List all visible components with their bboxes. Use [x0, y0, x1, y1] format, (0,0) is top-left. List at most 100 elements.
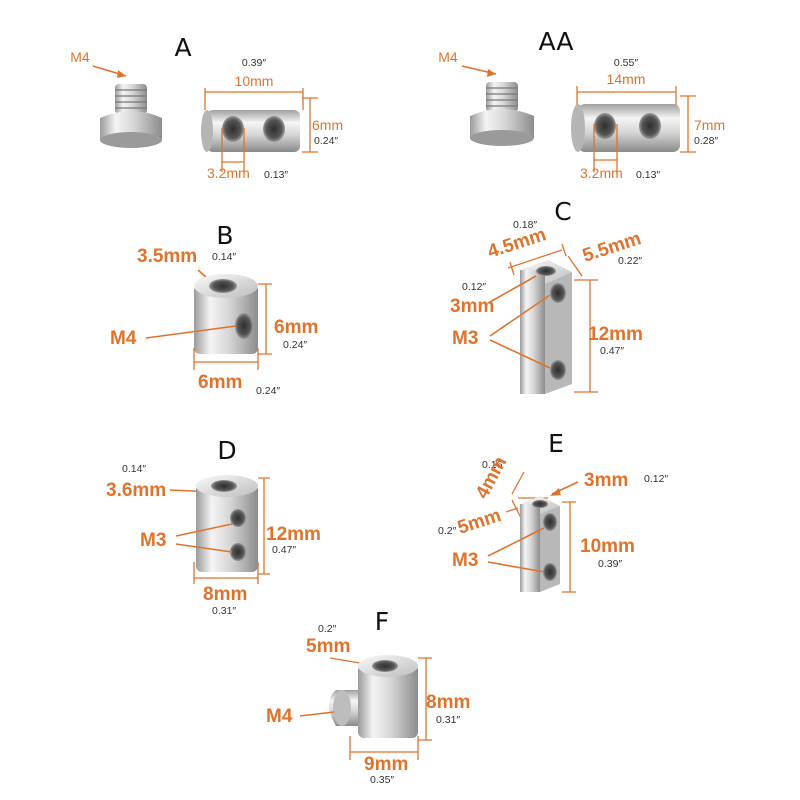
depth-inch: 0.18″	[513, 219, 537, 231]
thread-label: M4	[110, 328, 137, 349]
height-label: 8mm	[426, 692, 470, 713]
part-D: D 0.14″ 3.6mm M3 12mm 0.47″ 8mm 0.31″	[106, 436, 321, 617]
diameter-dimension	[680, 95, 696, 153]
width-label: 9mm	[364, 754, 408, 775]
part-AA: AA M4 0.55″ 14mm 7mm 0.28″ 3.2mm 0.13″	[438, 27, 725, 181]
part-title: E	[548, 429, 564, 458]
height-inch: 0.39″	[598, 558, 622, 570]
diameter-inch: 0.24″	[314, 135, 338, 147]
depth-label: 4mm	[472, 453, 511, 502]
part-B: B 3.5mm 0.14″ M4 6mm 0.24″ 6mm 0.24″	[110, 221, 318, 397]
thread-label: M3	[452, 328, 478, 349]
bore-inch: 0.14″	[212, 251, 236, 263]
hole-dimension	[593, 124, 618, 172]
width-dimension	[349, 736, 419, 760]
length-label: 10mm	[235, 73, 274, 89]
diameter-dimension	[302, 97, 318, 153]
width-label: 6mm	[198, 372, 242, 393]
screw-image	[470, 82, 534, 146]
screw-label: M4	[266, 706, 293, 727]
length-inch: 0.55″	[614, 57, 638, 69]
pointer-line	[145, 325, 237, 339]
width-label: 5mm	[455, 505, 504, 539]
screw-label: M4	[438, 49, 458, 65]
thread-label: M3	[140, 530, 166, 551]
pointer-line	[487, 527, 545, 573]
length-label: 14mm	[607, 71, 646, 87]
hole-inch: 0.13″	[264, 169, 288, 181]
width-inch: 0.2″	[438, 525, 457, 537]
arrow-head	[550, 488, 561, 496]
height-label: 12mm	[588, 324, 643, 345]
bore-inch: 0.14″	[122, 463, 146, 475]
depth-dimension	[507, 243, 567, 276]
height-label: 10mm	[580, 536, 635, 557]
width-dimension	[193, 562, 259, 584]
pointer-line	[175, 523, 233, 553]
part-title: D	[217, 436, 236, 465]
part-A: A M4 0.39″ 10mm 6mm 0.24″ 3.2mm 0.13″	[70, 33, 343, 181]
bore-label: 3.6mm	[106, 480, 166, 501]
screw-image	[100, 84, 162, 148]
width-dimension	[505, 499, 523, 521]
arrow-head	[487, 69, 496, 77]
bore-inch: 0.2″	[318, 623, 337, 635]
diameter-inch: 0.28″	[694, 135, 718, 147]
pointer-line	[489, 275, 537, 303]
screw-image	[329, 690, 360, 726]
part-C: C 0.18″ 4.5mm 5.5mm 0.22″ 0.12″ 3mm M3 1…	[450, 197, 644, 394]
width-dimension	[567, 255, 583, 277]
part-F: F 0.2″ 5mm M4 8mm 0.31″ 9mm 0.35″	[266, 607, 470, 786]
part-title: F	[375, 607, 389, 636]
part-title: B	[216, 221, 233, 250]
height-dimension	[574, 279, 598, 393]
part-title: C	[554, 197, 571, 226]
pointer-line	[489, 294, 551, 369]
depth-inch: 0.16″	[482, 459, 506, 471]
height-dimension	[258, 283, 272, 355]
width-inch: 0.24″	[256, 385, 280, 397]
screw-label: M4	[70, 49, 90, 65]
depth-dimension	[511, 471, 548, 499]
block-image	[520, 260, 572, 394]
hole-label: 3.2mm	[207, 165, 250, 181]
pointer-line	[299, 711, 335, 717]
bore-label: 3mm	[450, 296, 494, 317]
block-image	[196, 475, 258, 572]
length-inch: 0.39″	[242, 57, 266, 69]
height-inch: 0.24″	[283, 339, 307, 351]
height-inch: 0.47″	[600, 345, 624, 357]
block-image	[194, 274, 258, 354]
length-dimension	[204, 88, 304, 110]
bore-label: 5mm	[306, 636, 350, 657]
block-image	[520, 496, 560, 592]
cylinder-image	[201, 110, 300, 152]
part-title: A	[174, 33, 191, 62]
bore-label: 3mm	[584, 470, 628, 491]
width-label: 8mm	[203, 584, 247, 605]
bore-inch: 0.12″	[462, 281, 486, 293]
width-inch: 0.31″	[212, 605, 236, 617]
height-inch: 0.31″	[436, 714, 460, 726]
cylinder-image	[571, 104, 680, 152]
part-E: E 0.16″ 4mm 3mm 0.12″ 0.2″ 5mm M3 10mm 0…	[438, 429, 668, 593]
height-label: 6mm	[274, 317, 318, 338]
hole-dimension	[221, 128, 245, 172]
height-dimension	[258, 477, 270, 575]
hole-label: 3.2mm	[580, 165, 623, 181]
height-inch: 0.47″	[272, 544, 296, 556]
bore-label: 3.5mm	[137, 246, 197, 267]
diameter-label: 6mm	[312, 117, 343, 133]
thread-label: M3	[452, 550, 478, 571]
width-dimension	[193, 348, 259, 370]
height-dimension	[562, 501, 576, 593]
height-dimension	[418, 657, 432, 741]
part-title: AA	[539, 27, 574, 56]
height-label: 12mm	[266, 524, 321, 545]
diameter-label: 7mm	[694, 117, 725, 133]
bore-inch: 0.12″	[644, 473, 668, 485]
arrow-head	[117, 70, 126, 78]
width-inch: 0.35″	[370, 774, 394, 786]
block-image	[358, 655, 418, 738]
